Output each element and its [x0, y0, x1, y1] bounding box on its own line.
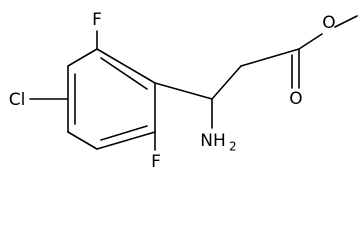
bond-ch2-to-carbonyl-carbon	[240, 48, 300, 67]
atom-label-fluorine-bottom: F	[151, 152, 161, 172]
atom-label-amine: NH	[200, 131, 226, 151]
atom-label-carbonyl-oxygen: O	[289, 89, 302, 109]
ring-bond-c1-c2	[67, 48, 98, 67]
ring-double-bond-inner-2	[100, 125, 148, 141]
atom-label-chlorine: Cl	[9, 90, 26, 110]
bond-carbonyl-to-ester-oxygen	[298, 33, 323, 50]
benzene-ring	[67, 48, 156, 150]
bond-chiral-carbon-to-ch2	[211, 65, 242, 100]
chemical-structure-diagram: F Cl F NH 2 O O	[9, 10, 358, 172]
bond-ester-oxygen-to-methyl	[334, 15, 358, 28]
atom-label-ester-oxygen: O	[322, 13, 335, 33]
ring-bond-c4-c5	[96, 131, 156, 150]
atom-label-fluorine-top: F	[92, 10, 102, 30]
ring-bond-c6-c1	[96, 48, 156, 84]
ring-bond-c3-c4	[67, 131, 98, 150]
bond-ring-to-chiral-carbon	[154, 82, 213, 100]
atom-label-amine-subscript: 2	[229, 140, 237, 154]
ring-double-bond-inner-3	[100, 57, 148, 90]
